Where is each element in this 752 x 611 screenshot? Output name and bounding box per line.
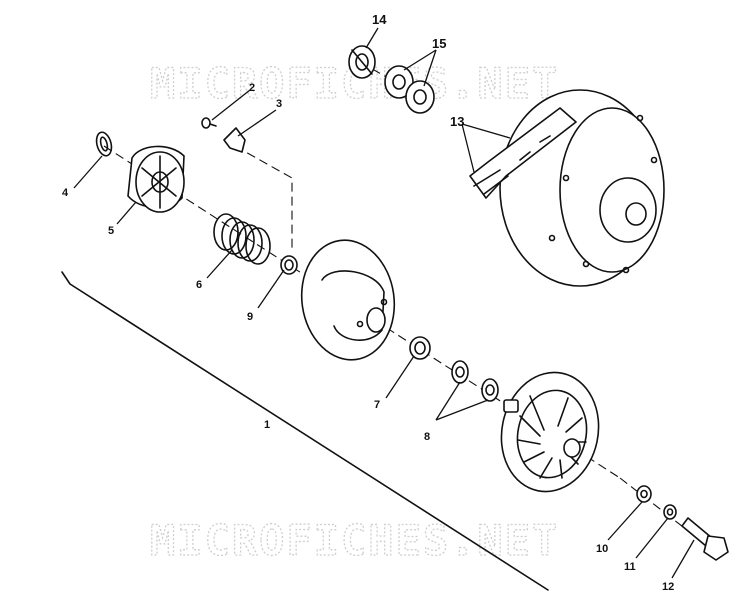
- callout-7: 7: [374, 399, 380, 411]
- lock-washer-part: [663, 504, 677, 520]
- watermark-bottom: MICROFICHES.NET: [150, 516, 559, 565]
- spacer-part-a: [384, 65, 414, 99]
- callout-8: 8: [424, 431, 430, 443]
- leader-lines: [73, 27, 695, 579]
- callout-4: 4: [62, 187, 69, 199]
- spacer-part-b: [405, 80, 435, 114]
- callout-2: 2: [249, 82, 255, 94]
- washer-part-a: [451, 360, 469, 384]
- snap-ring-part: [95, 131, 113, 157]
- callout-1: 1: [264, 419, 270, 431]
- callout-3: 3: [276, 98, 282, 110]
- callout-5: 5: [108, 225, 114, 237]
- callout-15: 15: [432, 36, 446, 51]
- spider-part: [127, 145, 185, 213]
- washer-part-b: [481, 378, 499, 402]
- callout-6: 6: [196, 279, 202, 291]
- assembly-bracket-line: [61, 271, 549, 591]
- callout-9: 9: [247, 311, 253, 323]
- callout-12: 12: [662, 581, 674, 593]
- button-part: [223, 127, 246, 153]
- callout-10: 10: [596, 543, 608, 555]
- flat-washer-part: [636, 485, 652, 503]
- spring-part: [213, 213, 271, 265]
- fan-sheave-part: [500, 371, 600, 493]
- bushing-part-lower: [409, 336, 431, 360]
- callout-13: 13: [450, 114, 464, 129]
- bolt-part: [681, 517, 729, 561]
- drive-clutch-assembly-part: [469, 89, 665, 287]
- pin-part: [201, 117, 217, 129]
- bearing-part: [348, 45, 376, 79]
- pin-axis-line: [234, 145, 293, 248]
- callout-14: 14: [372, 12, 387, 27]
- callout-11: 11: [624, 561, 636, 573]
- bushing-part-upper: [280, 255, 298, 275]
- movable-sheave-part: [300, 239, 396, 361]
